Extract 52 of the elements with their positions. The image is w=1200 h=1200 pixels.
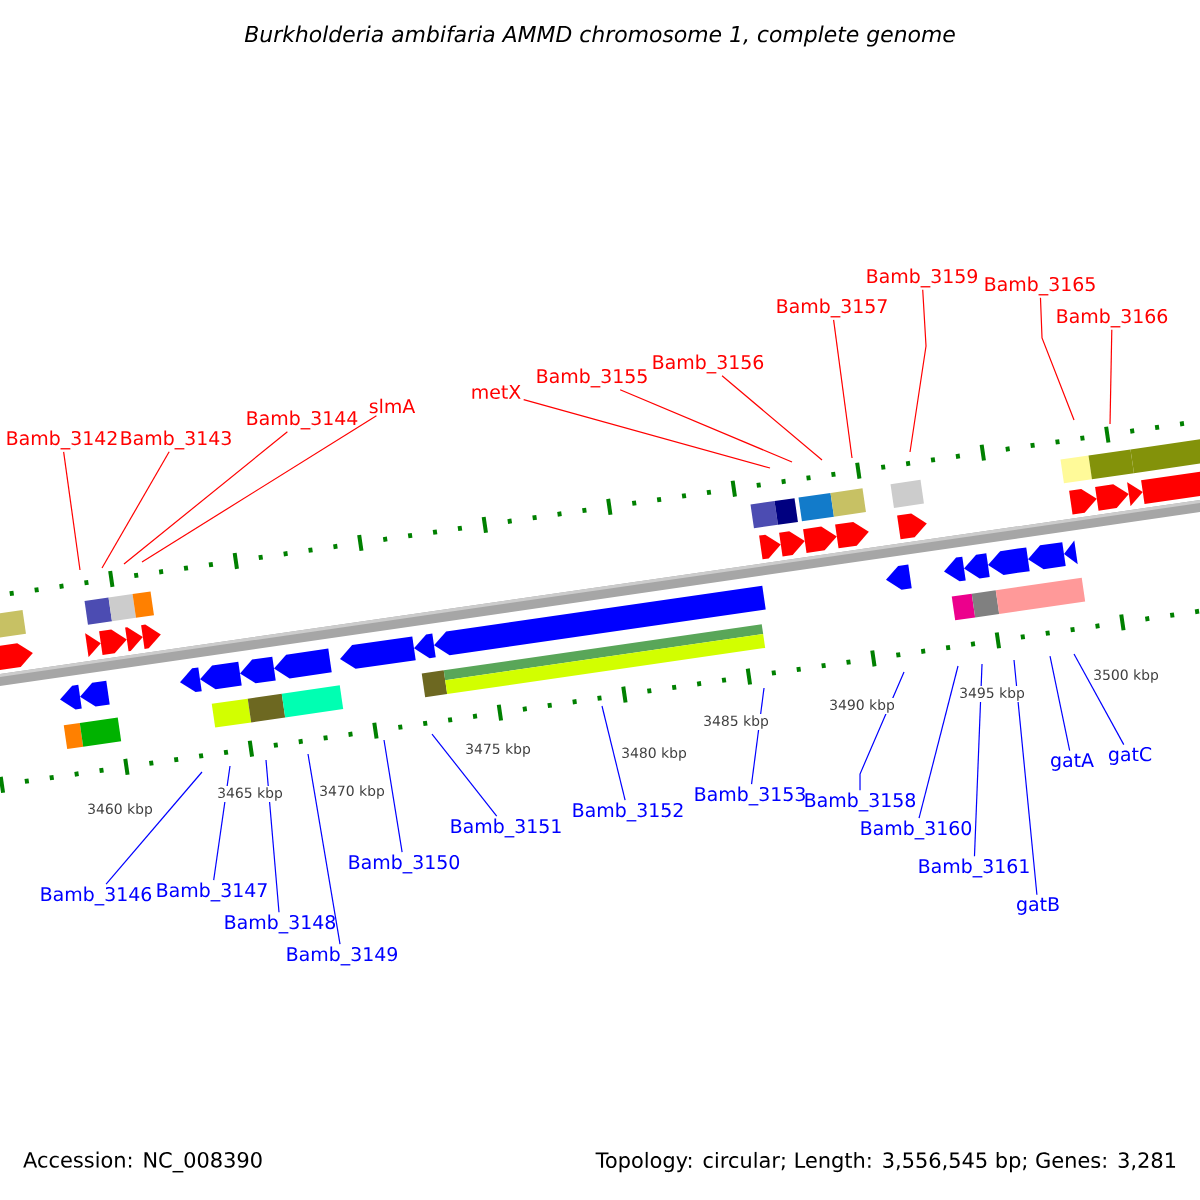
gene-label: Bamb_3142 [7,430,117,450]
gene-label: Bamb_3147 [157,882,267,902]
leader-line [1049,655,1071,752]
leader-line [833,319,853,459]
gene-label: Bamb_3153 [695,786,805,806]
leader-line [141,415,378,563]
gene-label: Bamb_3151 [451,818,561,838]
leader-line [909,289,927,453]
gene-label: Bamb_3149 [287,946,397,966]
leader-line [1109,329,1113,425]
gene-label: Bamb_3161 [919,858,1029,878]
gene-label: gatC [1108,747,1152,765]
gene-label: Bamb_3166 [1057,308,1168,328]
leader-line [721,375,823,461]
leader-line [307,753,341,945]
gene-label: Bamb_3159 [867,268,977,288]
gene-label: Bamb_3144 [247,410,358,430]
leader-line [859,671,905,791]
leader-line [265,759,280,913]
leader-line [383,739,403,853]
gene-label: metX [472,384,521,400]
leader-line [601,705,626,801]
leader-line [1013,659,1038,896]
leader-line [1039,297,1075,421]
gene-label: slmA [369,398,416,414]
leader-line [101,451,170,569]
genome-info-text: Topology: circular; Length: 3,556,545 bp; Genes: 3,281 [595,1151,1176,1173]
gene-label: Bamb_3146 [41,886,152,906]
title: Burkholderia ambifaria AMMD chromosome 1, complete genome [244,25,955,47]
gene-label: Bamb_3158 [805,792,916,812]
accession-text: Accession: NC_008390 [23,1151,262,1173]
leader-line [918,665,959,819]
gene-label: Bamb_3152 [573,802,683,822]
gene-label: Bamb_3150 [349,854,460,874]
leader-line [213,765,231,881]
gene-label: Bamb_3148 [225,914,336,934]
gene-label: Bamb_3155 [537,368,647,388]
leader-line [123,431,288,565]
gene-label: Bamb_3165 [985,276,1095,296]
leader-line [1073,653,1125,746]
gene-label: Bamb_3156 [653,354,764,374]
leader-line [431,733,498,817]
gene-label: gatA [1051,753,1094,771]
leader-line [63,451,81,571]
leader-line [523,399,771,469]
gene-label: gatB [1017,897,1059,915]
leader-line [105,771,203,885]
gene-label: Bamb_3160 [861,820,972,840]
gene-label: Bamb_3157 [777,298,887,318]
gene-label: Bamb_3143 [121,430,231,450]
leader-line [973,663,983,857]
leader-line [619,389,793,463]
